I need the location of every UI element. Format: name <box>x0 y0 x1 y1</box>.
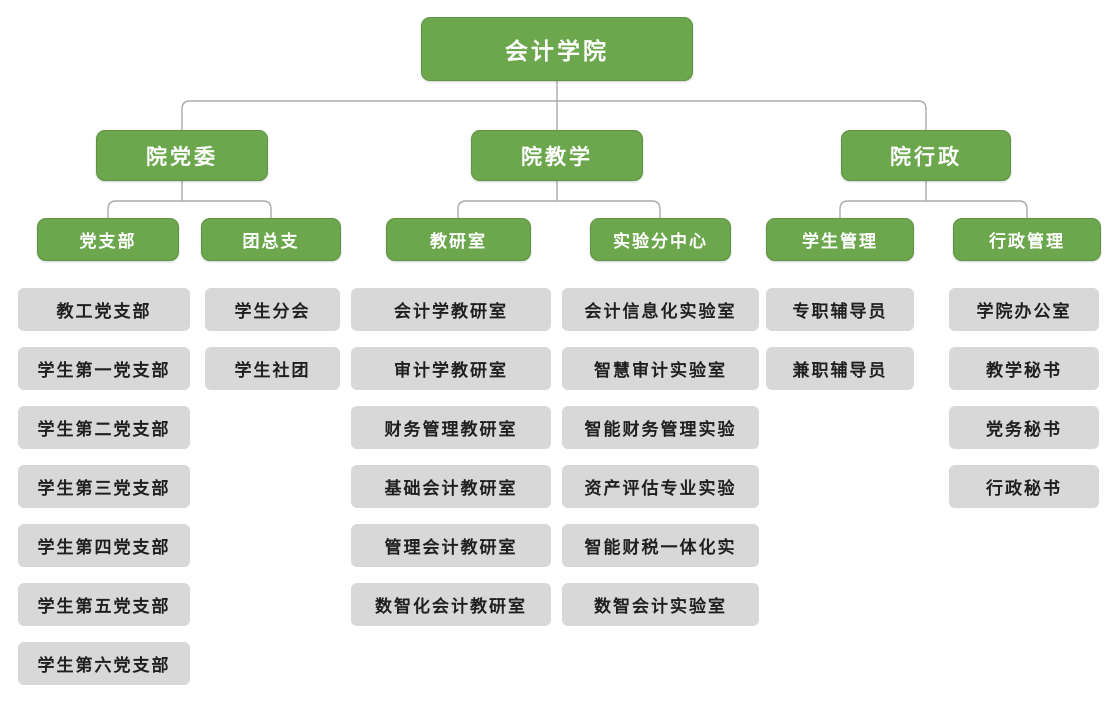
branch-party-committee: 院党委 <box>96 130 268 181</box>
org-root-node: 会计学院 <box>421 17 693 81</box>
leaf-node: 资产评估专业实验 <box>562 465 759 508</box>
leaf-node: 会计信息化实验室 <box>562 288 759 331</box>
leaf-node: 行政秘书 <box>949 465 1099 508</box>
leaf-node: 智能财务管理实验 <box>562 406 759 449</box>
leaf-node: 智慧审计实验室 <box>562 347 759 390</box>
leaf-node: 学生第一党支部 <box>18 347 190 390</box>
leaf-node: 学生第五党支部 <box>18 583 190 626</box>
leaf-node: 数智化会计教研室 <box>351 583 551 626</box>
group-student-management: 学生管理 <box>766 218 914 261</box>
connector-branch1-bracket <box>107 200 272 219</box>
connector-branch3-bracket <box>839 200 1028 219</box>
leaf-node: 学院办公室 <box>949 288 1099 331</box>
leaf-node: 学生第六党支部 <box>18 642 190 685</box>
leaf-node: 基础会计教研室 <box>351 465 551 508</box>
leaf-node: 兼职辅导员 <box>766 347 914 390</box>
leaf-node: 学生社团 <box>205 347 340 390</box>
leaf-node: 审计学教研室 <box>351 347 551 390</box>
group-admin-management: 行政管理 <box>953 218 1101 261</box>
group-teaching-research-office: 教研室 <box>386 218 531 261</box>
leaf-node: 数智会计实验室 <box>562 583 759 626</box>
leaf-node: 党务秘书 <box>949 406 1099 449</box>
leaf-node: 管理会计教研室 <box>351 524 551 567</box>
leaf-node: 会计学教研室 <box>351 288 551 331</box>
leaf-node: 智能财税一体化实 <box>562 524 759 567</box>
leaf-node: 教工党支部 <box>18 288 190 331</box>
connector-root-bracket <box>181 100 927 131</box>
group-youth-league: 团总支 <box>201 218 341 261</box>
group-experiment-subcenter: 实验分中心 <box>590 218 731 261</box>
leaf-node: 专职辅导员 <box>766 288 914 331</box>
leaf-node: 学生第二党支部 <box>18 406 190 449</box>
connector-branch2-bracket <box>457 200 661 219</box>
branch-teaching: 院教学 <box>471 130 643 181</box>
leaf-node: 学生第四党支部 <box>18 524 190 567</box>
leaf-node: 学生分会 <box>205 288 340 331</box>
branch-administration: 院行政 <box>841 130 1011 181</box>
leaf-node: 学生第三党支部 <box>18 465 190 508</box>
group-party-branch: 党支部 <box>37 218 179 261</box>
leaf-node: 教学秘书 <box>949 347 1099 390</box>
leaf-node: 财务管理教研室 <box>351 406 551 449</box>
